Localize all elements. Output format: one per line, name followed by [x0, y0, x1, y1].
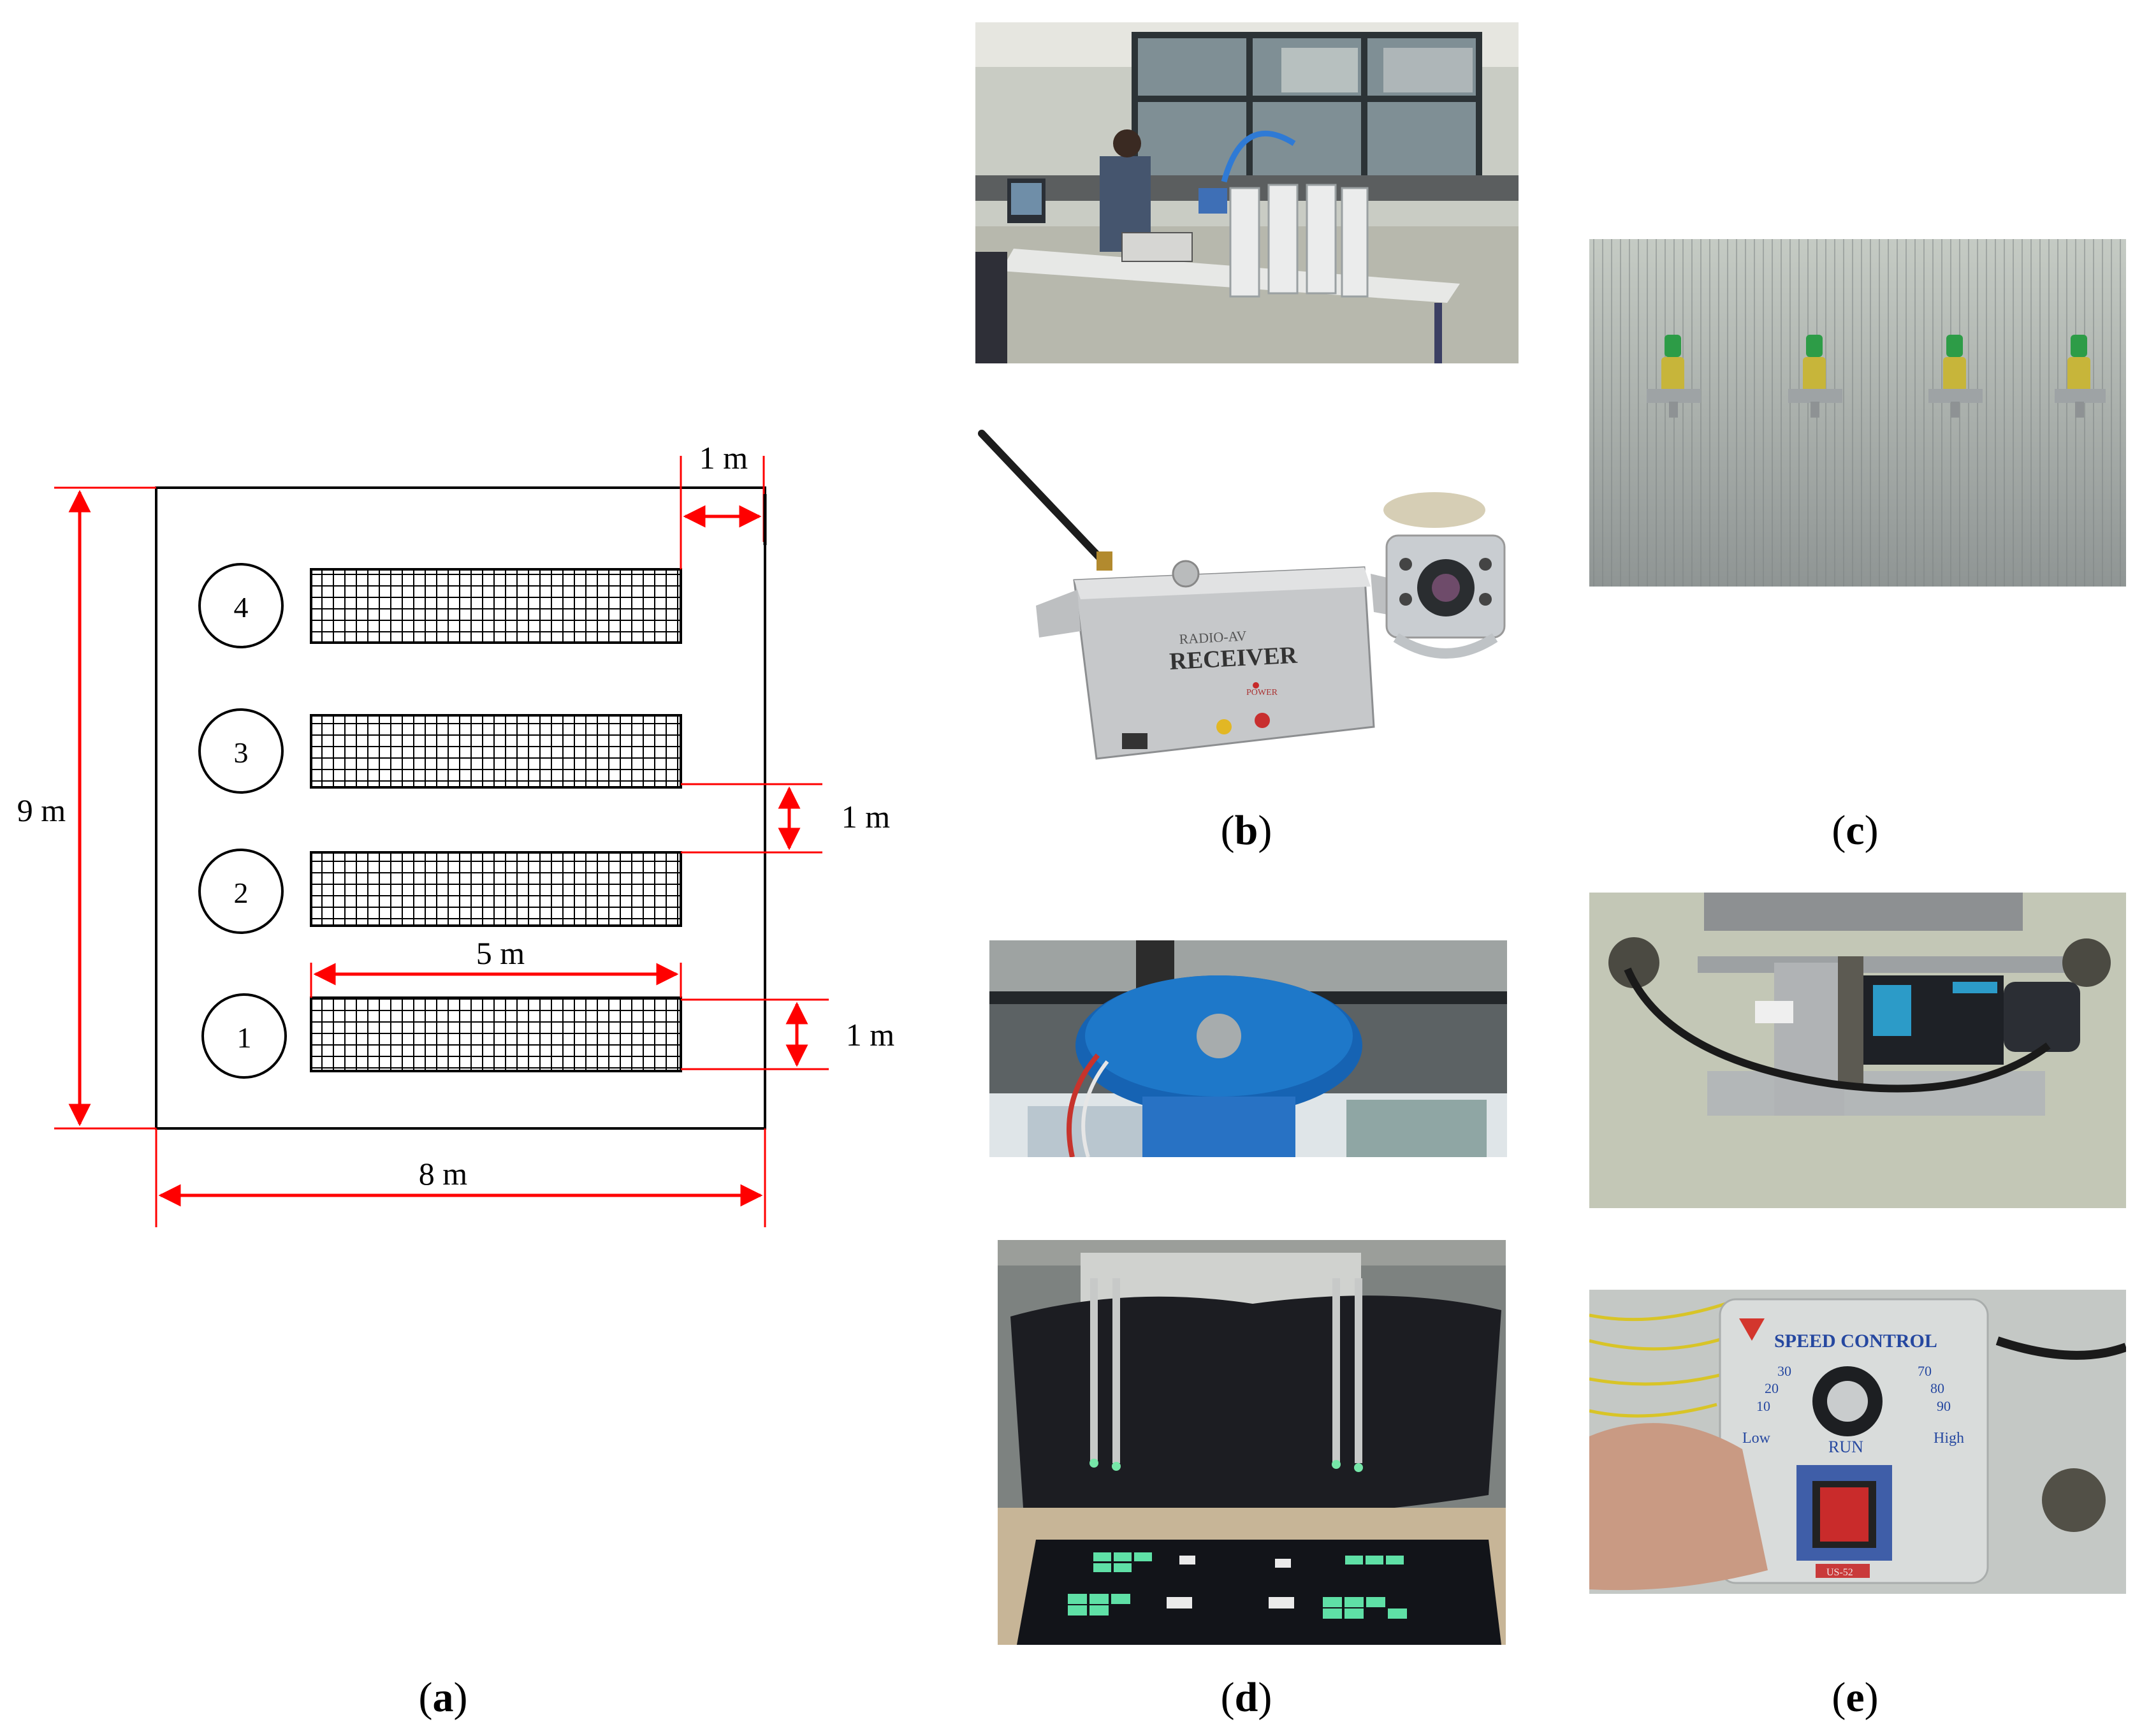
caption-b: (b)	[1220, 807, 1272, 854]
svg-text:RADIO-AV: RADIO-AV	[1179, 627, 1247, 647]
bed-3	[310, 714, 682, 789]
bed-number-1: 1	[201, 993, 287, 1079]
height-dimension-label: 9 m	[17, 792, 66, 828]
bed-1	[310, 996, 682, 1072]
svg-text:70: 70	[1918, 1363, 1932, 1379]
svg-text:POWER: POWER	[1246, 688, 1278, 697]
field-layout-diagram: 4 3 2 1 9 m 8 m 5 m 1 m 1 m 1 m	[17, 440, 895, 1227]
bed-width-label: 1 m	[846, 1017, 895, 1053]
right-margin-label: 1 m	[699, 440, 748, 476]
camera-icon	[1383, 492, 1506, 659]
caption-d: (d)	[1220, 1674, 1272, 1721]
svg-text:3: 3	[234, 736, 249, 769]
speed-control-title: SPEED CONTROL	[1774, 1331, 1937, 1352]
svg-text:2: 2	[234, 877, 249, 909]
camera-rig-photo	[998, 1240, 1506, 1645]
svg-text:10: 10	[1756, 1398, 1770, 1414]
speed-controller-photo: SPEED CONTROL 30 20 10 70 80 90 Low RUN …	[1589, 1290, 2126, 1594]
svg-text:20: 20	[1765, 1380, 1779, 1396]
sprinkler-icon	[1647, 335, 1701, 418]
lab-setup-photo	[975, 22, 1519, 363]
svg-text:4: 4	[234, 591, 249, 624]
svg-text:Low: Low	[1742, 1430, 1771, 1447]
svg-text:30: 30	[1777, 1363, 1791, 1379]
svg-text:1: 1	[237, 1021, 252, 1054]
caption-c: (c)	[1832, 807, 1879, 854]
sprinkler-nozzles-photo	[1589, 239, 2126, 587]
svg-text:High: High	[1934, 1430, 1964, 1447]
svg-text:80: 80	[1930, 1380, 1944, 1396]
svg-text:US-52: US-52	[1826, 1567, 1853, 1578]
bed-2	[310, 851, 682, 927]
antenna-icon	[978, 430, 1107, 565]
bed-4	[310, 568, 682, 644]
bed-number-4: 4	[198, 563, 284, 648]
bed-length-label: 5 m	[476, 935, 525, 971]
width-dimension-label: 8 m	[419, 1156, 468, 1192]
dc-motor-photo	[1589, 893, 2126, 1208]
caption-a: (a)	[418, 1674, 468, 1721]
caption-e: (e)	[1832, 1674, 1879, 1721]
bed-number-2: 2	[198, 849, 284, 934]
spacing-label: 1 m	[841, 799, 891, 835]
field-boundary	[155, 486, 766, 1130]
svg-text:90: 90	[1937, 1398, 1951, 1414]
svg-text:RUN: RUN	[1828, 1438, 1863, 1456]
bed-number-3: 3	[198, 708, 284, 794]
solenoid-valve-photo	[989, 940, 1507, 1157]
receiver-and-camera-photo: RADIO-AV RECEIVER POWER	[975, 421, 1519, 768]
